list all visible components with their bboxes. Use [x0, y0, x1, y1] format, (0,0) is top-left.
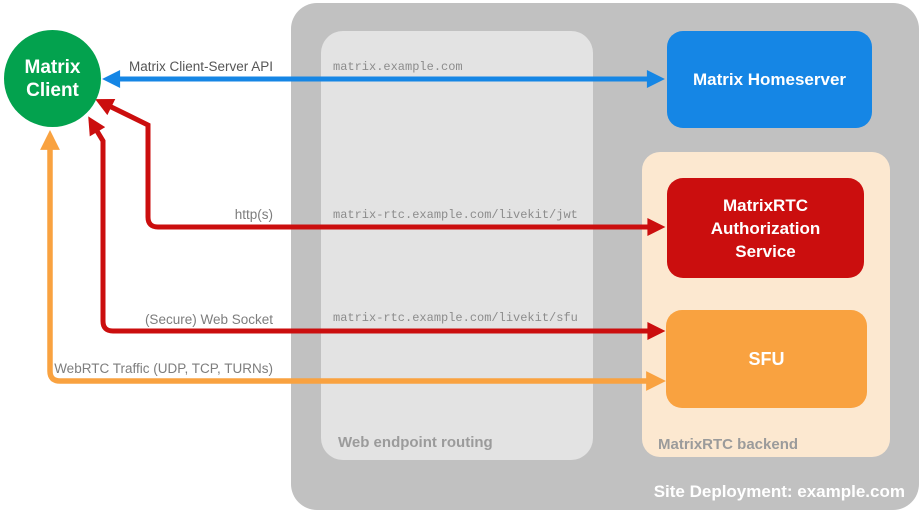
- matrixrtc-backend-caption: MatrixRTC backend: [658, 436, 799, 453]
- https-label: http(s): [234, 207, 273, 222]
- endpoint-matrix-example: matrix.example.com: [333, 60, 463, 74]
- sfu-label: SFU: [748, 348, 785, 369]
- arrow-webrtc-traffic: [40, 130, 666, 391]
- auth-service-label: MatrixRTC Authorization Service: [710, 195, 821, 261]
- endpoint-livekit-jwt: matrix-rtc.example.com/livekit/jwt: [333, 208, 578, 222]
- node-matrix-homeserver: Matrix Homeserver: [667, 31, 872, 128]
- matrix-homeserver-label: Matrix Homeserver: [692, 69, 847, 89]
- node-matrix-client: Matrix Client: [4, 30, 101, 127]
- web-endpoint-routing-caption: Web endpoint routing: [338, 434, 493, 451]
- node-matrixrtc-auth-service: MatrixRTC Authorization Service: [667, 178, 864, 278]
- site-deployment-caption: Site Deployment: example.com: [653, 482, 905, 501]
- node-sfu: SFU: [666, 310, 867, 408]
- websocket-label: (Secure) Web Socket: [144, 312, 273, 327]
- matrix-client-label: Matrix Client: [24, 56, 81, 101]
- webrtc-traffic-label: WebRTC Traffic (UDP, TCP, TURNs): [54, 361, 273, 376]
- endpoint-livekit-sfu: matrix-rtc.example.com/livekit/sfu: [333, 311, 578, 325]
- client-server-api-label: Matrix Client-Server API: [128, 59, 273, 74]
